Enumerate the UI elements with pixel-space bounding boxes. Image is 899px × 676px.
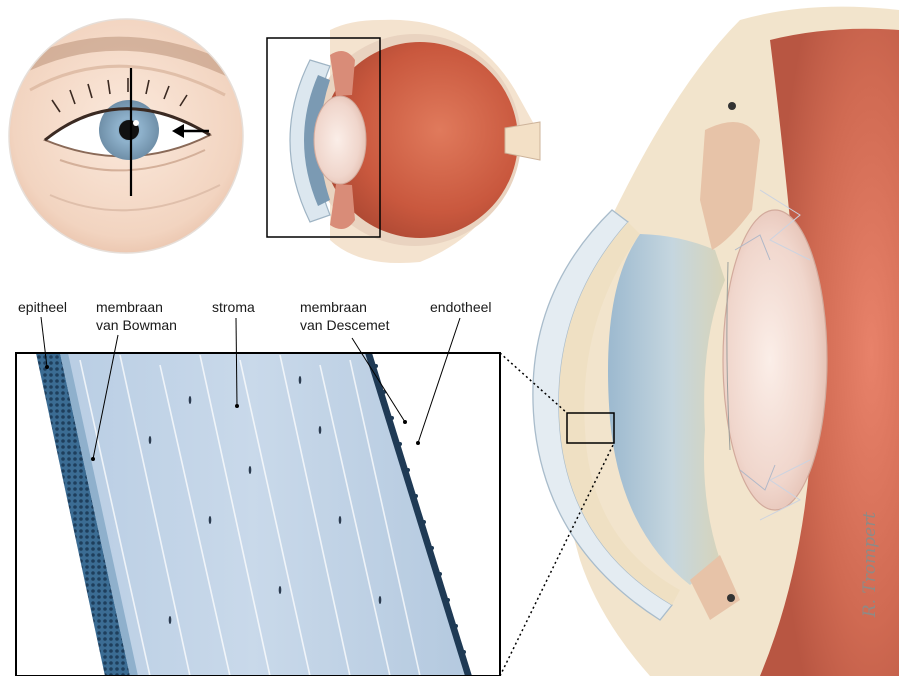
eye-portrait [9,19,243,253]
label-descemet-line2: van Descemet [300,317,389,334]
anterior-segment [533,7,899,676]
label-stroma: stroma [212,299,255,316]
artist-signature: R. Trompert [862,512,879,617]
histology-section [16,353,500,676]
label-bowman-line1: membraan [96,299,163,316]
label-epitheel: epitheel [18,299,67,316]
label-descemet-line1: membraan [300,299,367,316]
label-bowman-line2: van Bowman [96,317,177,334]
label-endotheel: endotheel [430,299,492,316]
eyeball-cross-section [290,20,540,263]
